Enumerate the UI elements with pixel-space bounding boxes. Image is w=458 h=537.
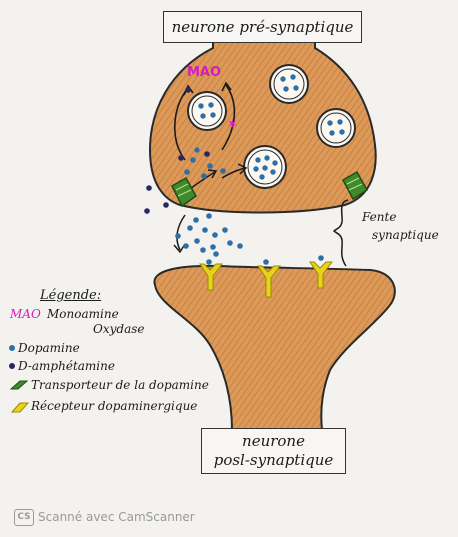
cleft-label-line1: Fente (362, 210, 396, 224)
legend-mao-line1: Monoamine (47, 307, 119, 321)
blocked-mark: ✶ (227, 117, 238, 132)
legend-dopamine-label: Dopamine (18, 341, 80, 355)
vesicle (270, 65, 308, 103)
legend-mao-line2: Oxydase (93, 322, 144, 336)
postsynaptic-label-line1: neurone (202, 432, 345, 451)
camscanner-logo-icon: CS (14, 509, 34, 526)
cleft-label-line2: synaptique (372, 228, 439, 242)
legend-transporter-label: Transporteur de la dopamine (31, 378, 209, 392)
legend-mao-abbr: MAO (10, 307, 41, 321)
legend-receptor-label: Récepteur dopaminergique (31, 399, 197, 413)
legend-receptor-icon (12, 403, 28, 412)
presynaptic-label: neurone pré-synaptique (163, 11, 362, 43)
cleft-bracket (334, 200, 348, 266)
vesicle (244, 146, 286, 188)
mao-label: MAO (187, 65, 221, 80)
postsynaptic-label: neurone posl-synaptique (201, 428, 346, 474)
legend-amphetamine-dot (9, 363, 15, 369)
vesicle (317, 109, 355, 147)
legend-title: Légende: (40, 288, 101, 303)
legend-dopamine-dot (9, 345, 15, 351)
vesicle (188, 92, 226, 130)
postsynaptic-label-line2: posl-synaptique (202, 451, 345, 470)
legend-amphetamine-label: D-amphétamine (18, 359, 115, 373)
legend-transporter-icon (11, 381, 27, 389)
scanner-watermark: Scanné avec CamScanner (38, 510, 195, 524)
